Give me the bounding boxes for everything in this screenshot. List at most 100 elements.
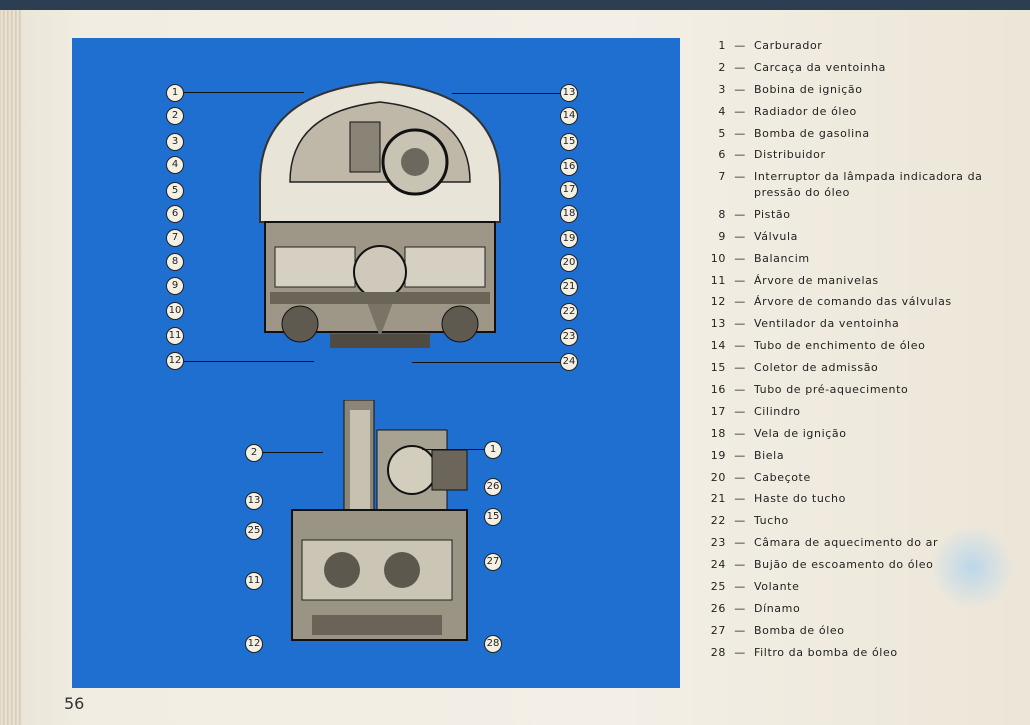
- callout-19: 19: [560, 230, 578, 248]
- legend-label: Árvore de manivelas: [754, 273, 879, 287]
- legend-item: 3—Bobina de ignição: [700, 82, 1010, 98]
- callout-17: 17: [560, 181, 578, 199]
- legend-item: 22 — Tucho: [700, 513, 1010, 529]
- legend-item: 17 — Cilindro: [700, 404, 1010, 420]
- leader-line: [184, 92, 304, 93]
- leader-line: [422, 449, 484, 450]
- legend-label: Coletor de admissão: [754, 361, 879, 375]
- side-callout-15: 15: [484, 508, 502, 526]
- callout-6: 6: [166, 205, 184, 223]
- engine-illustration-panel: 1 2 3 4 5 6 7 8 9 10 11 12 13 14 15 16 1…: [72, 38, 680, 688]
- legend-dash: —: [734, 317, 746, 331]
- legend-dash: —: [734, 558, 746, 572]
- legend-number: 22: [710, 514, 726, 528]
- side-callout-26: 26: [484, 478, 502, 496]
- legend-item: 6—Distribuidor: [700, 147, 1010, 163]
- legend-item: 16 — Tubo de pré-aquecimento: [700, 382, 1010, 398]
- callout-11: 11: [166, 327, 184, 345]
- legend-dash: —: [734, 601, 746, 615]
- legend-label: Biela: [754, 448, 785, 462]
- legend-label: Bomba de gasolina: [754, 126, 870, 140]
- legend-item: 12—Árvore de comando das válvulas: [700, 294, 1010, 310]
- side-callout-11: 11: [245, 572, 263, 590]
- callout-16: 16: [560, 158, 578, 176]
- legend-number: 20: [710, 470, 726, 484]
- legend-number: 16: [710, 382, 726, 396]
- legend-dash: —: [734, 104, 746, 118]
- legend-number: 13: [710, 317, 726, 331]
- legend-label: Tubo de enchimento de óleo: [754, 339, 926, 353]
- legend-number: 15: [710, 361, 726, 375]
- legend-label: Ventilador da ventoinha: [754, 317, 900, 331]
- side-callout-2: 2: [245, 444, 263, 462]
- legend-label: Dínamo: [754, 601, 801, 615]
- legend-label: Câmara de aquecimento do ar: [754, 536, 939, 550]
- book-spine: [0, 10, 22, 725]
- side-callout-13: 13: [245, 492, 263, 510]
- legend-item: 19—Biela: [700, 448, 1010, 464]
- legend-item: 14—Tubo de enchimento de óleo: [700, 338, 1010, 354]
- legend-label: Carburador: [754, 39, 823, 52]
- legend-dash: —: [734, 404, 746, 418]
- callout-15: 15: [560, 133, 578, 151]
- callout-13: 13: [560, 84, 578, 102]
- legend-label: Bomba de óleo: [754, 623, 845, 637]
- legend-item: 2 — Carcaça da ventoinha: [700, 60, 1010, 76]
- legend-item: 20—Cabeçote: [700, 470, 1010, 486]
- legend-dash: —: [734, 126, 746, 140]
- legend-label: Filtro da bomba de óleo: [754, 645, 898, 659]
- legend-number: 23: [710, 536, 726, 550]
- legend-dash: —: [734, 579, 746, 593]
- legend-label: Volante: [754, 579, 800, 593]
- legend-number: 8: [718, 207, 726, 221]
- legend-dash: —: [734, 645, 746, 659]
- legend-dash: —: [734, 273, 746, 287]
- legend-item: 10—Balancim: [700, 251, 1010, 267]
- legend-number: 24: [710, 558, 726, 572]
- parts-legend: 1—Carburador 2—Carcaça da ventoinha 3—Bo…: [700, 38, 1010, 667]
- legend-number: 10: [710, 251, 726, 265]
- legend-item: 5—Bomba de gasolina: [700, 126, 1010, 142]
- legend-item: 13 — Ventilador da ventoinha: [700, 316, 1010, 332]
- legend-label: Tubo de pré-aquecimento: [754, 382, 909, 396]
- side-callout-25: 25: [245, 522, 263, 540]
- legend-label: Tucho: [754, 514, 789, 528]
- legend-item: 21—Haste do tucho: [700, 491, 1010, 507]
- legend-item: 4—Radiador de óleo: [700, 104, 1010, 120]
- legend-dash: —: [734, 382, 746, 396]
- legend-label: Cilindro: [754, 404, 801, 418]
- legend-number: 7: [718, 170, 726, 184]
- callout-14: 14: [560, 107, 578, 125]
- callout-7: 7: [166, 229, 184, 247]
- legend-dash: —: [734, 60, 746, 74]
- callout-22: 22: [560, 303, 578, 321]
- legend-number: 9: [718, 229, 726, 243]
- legend-number: 17: [710, 404, 726, 418]
- callout-2: 2: [166, 107, 184, 125]
- side-callout-28: 28: [484, 635, 502, 653]
- callout-1: 1: [166, 84, 184, 102]
- paper-stain: [930, 525, 1015, 610]
- callout-5: 5: [166, 182, 184, 200]
- legend-label: Haste do tucho: [754, 492, 846, 506]
- legend-item: 28—Filtro da bomba de óleo: [700, 645, 1010, 661]
- legend-number: 14: [710, 339, 726, 353]
- leader-line: [263, 452, 323, 453]
- legend-number: 27: [710, 623, 726, 637]
- legend-dash: —: [734, 39, 746, 52]
- callout-20: 20: [560, 254, 578, 272]
- side-callout-12: 12: [245, 635, 263, 653]
- leader-line: [452, 93, 560, 94]
- legend-label: Carcaça da ventoinha: [754, 60, 887, 74]
- callout-4: 4: [166, 156, 184, 174]
- legend-number: 25: [710, 579, 726, 593]
- legend-number: 21: [710, 492, 726, 506]
- legend-label: Bujão de escoamento do óleo: [754, 558, 934, 572]
- legend-number: 2: [718, 60, 726, 74]
- legend-item: 25 — Volante: [700, 579, 1010, 595]
- legend-dash: —: [734, 229, 746, 243]
- callout-3: 3: [166, 133, 184, 151]
- legend-dash: —: [734, 514, 746, 528]
- callout-8: 8: [166, 253, 184, 271]
- legend-item: 9—Válvula: [700, 229, 1010, 245]
